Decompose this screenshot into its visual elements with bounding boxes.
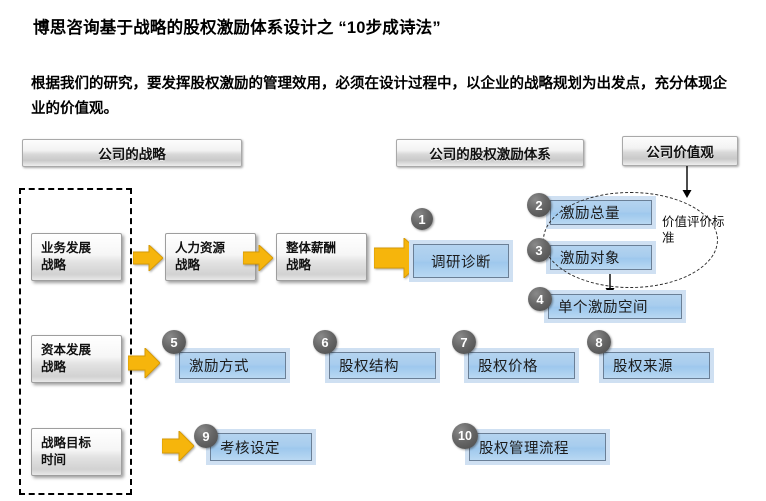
strategy-dashed-container — [19, 188, 132, 495]
step-box-4[interactable]: 单个激励空间 — [544, 290, 686, 323]
connector-values-to-ellipse — [682, 166, 692, 198]
strategy-box-goal-time-line1: 战略目标 — [41, 436, 92, 450]
strategy-box-goal-time-line2: 时间 — [41, 453, 67, 467]
header-company-strategy[interactable]: 公司的战略 — [22, 139, 242, 167]
step-box-9[interactable]: 考核设定 — [206, 429, 316, 465]
page-title: 博思咨询基于战略的股权激励体系设计之 “10步成诗法” — [33, 19, 441, 37]
strategy-box-capital-development-line2: 战略 — [41, 360, 67, 374]
arrow-business-to-hr — [133, 245, 163, 271]
header-equity-incentive-system[interactable]: 公司的股权激励体系 — [396, 139, 584, 167]
strategy-box-business-development[interactable]: 业务发展 战略 — [31, 233, 122, 281]
step-box-6[interactable]: 股权结构 — [325, 348, 440, 383]
step-box-10-label: 股权管理流程 — [469, 433, 606, 461]
strategy-box-business-development-line2: 战略 — [41, 258, 67, 272]
step-box-8[interactable]: 股权来源 — [599, 348, 714, 383]
strategy-box-hr-line1: 人力资源 — [175, 241, 226, 255]
strategy-box-capital-development-line1: 资本发展 — [41, 343, 92, 357]
strategy-box-goal-time[interactable]: 战略目标 时间 — [31, 428, 122, 476]
arrow-hr-to-compensation — [243, 245, 273, 271]
step-badge-7: 7 — [452, 330, 476, 354]
header-company-values-label: 公司价值观 — [646, 145, 714, 160]
step-box-1[interactable]: 调研诊断 — [409, 240, 513, 282]
header-equity-incentive-system-label: 公司的股权激励体系 — [429, 147, 551, 162]
step-box-7-label: 股权价格 — [468, 352, 575, 379]
strategy-box-hr[interactable]: 人力资源 战略 — [165, 233, 256, 281]
header-company-values[interactable]: 公司价值观 — [622, 136, 738, 166]
step-box-5[interactable]: 激励方式 — [175, 348, 290, 383]
strategy-box-total-compensation[interactable]: 整体薪酬 战略 — [276, 233, 367, 281]
step-badge-5: 5 — [162, 330, 186, 354]
step-badge-2: 2 — [527, 193, 551, 217]
strategy-box-hr-line2: 战略 — [175, 258, 201, 272]
step-badge-6: 6 — [313, 330, 337, 354]
step-badge-1: 1 — [411, 208, 433, 230]
step-box-6-label: 股权结构 — [329, 352, 436, 379]
step-badge-4: 4 — [528, 287, 552, 311]
step-box-9-label: 考核设定 — [210, 433, 312, 461]
arrow-goaltime-to-step9 — [162, 431, 194, 461]
strategy-box-total-compensation-line2: 战略 — [286, 258, 312, 272]
arrow-capital-to-step5 — [128, 348, 160, 378]
strategy-box-total-compensation-line1: 整体薪酬 — [286, 241, 337, 255]
page-subtitle: 根据我们的研究，要发挥股权激励的管理效用，必须在设计过程中，以企业的战略规划为出… — [31, 76, 727, 117]
step-box-8-label: 股权来源 — [603, 352, 710, 379]
value-criteria-label: 价值评价标准 — [662, 215, 725, 245]
step-box-4-label: 单个激励空间 — [548, 294, 682, 319]
step-badge-8: 8 — [587, 330, 611, 354]
step-box-10[interactable]: 股权管理流程 — [465, 429, 610, 465]
step-badge-10: 10 — [452, 423, 478, 449]
header-company-strategy-label: 公司的战略 — [98, 147, 166, 162]
strategy-box-business-development-line1: 业务发展 — [41, 241, 92, 255]
step-badge-3: 3 — [527, 238, 551, 262]
step-box-5-label: 激励方式 — [179, 352, 286, 379]
step-box-1-label: 调研诊断 — [413, 244, 509, 278]
step-box-7[interactable]: 股权价格 — [464, 348, 579, 383]
step-badge-9: 9 — [194, 424, 218, 448]
strategy-box-capital-development[interactable]: 资本发展 战略 — [31, 335, 122, 383]
